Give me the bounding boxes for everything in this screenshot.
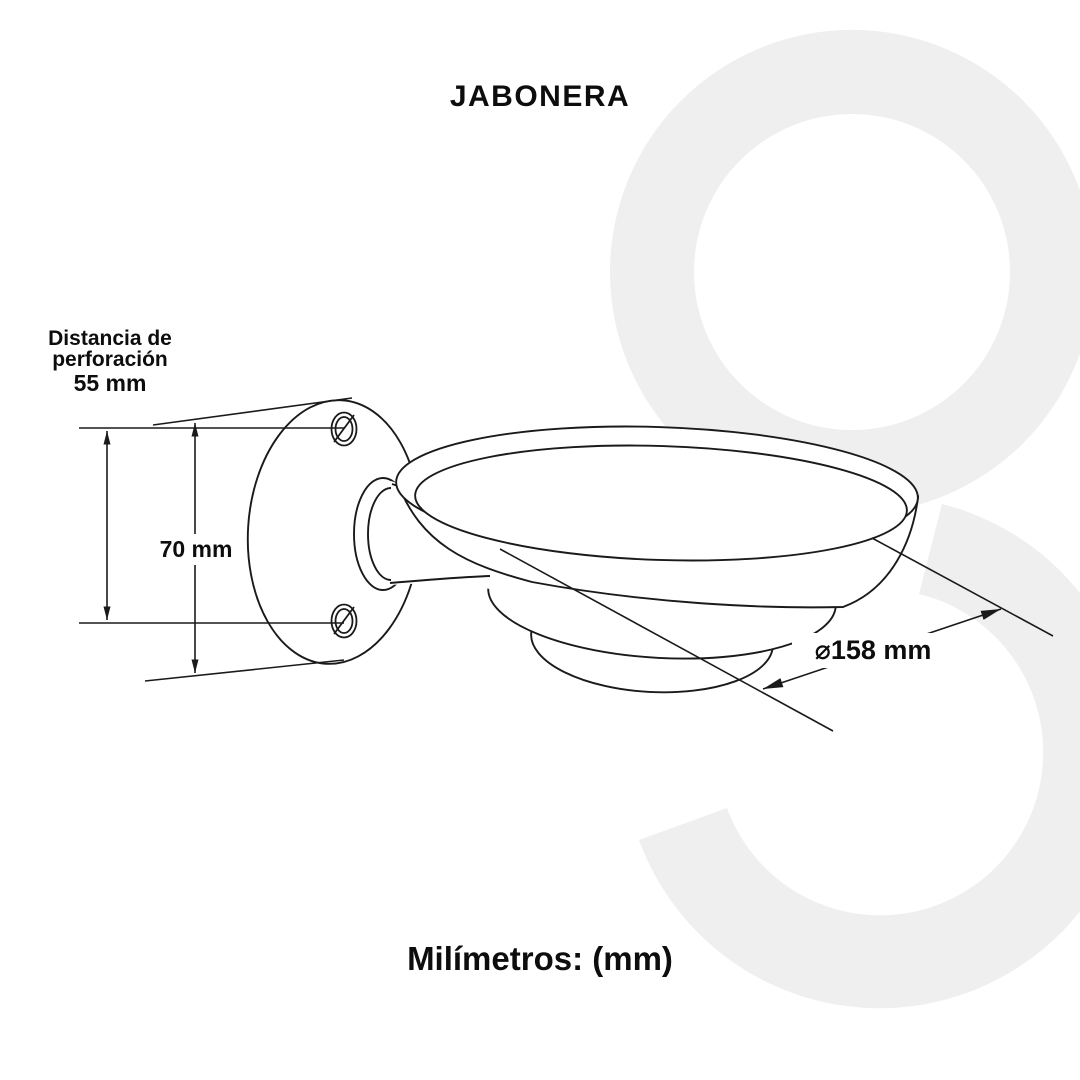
perforation-label-line2: perforación bbox=[52, 348, 168, 371]
diameter-dimension-value: ⌀158 mm bbox=[792, 633, 954, 668]
watermark-top-ring bbox=[610, 30, 1080, 514]
screw-bottom-slot bbox=[333, 606, 355, 635]
dimension-lines bbox=[79, 397, 1054, 732]
height-dimension-value: 70 mm bbox=[146, 534, 246, 565]
mount-cone-bottom-edge bbox=[389, 575, 491, 584]
ext-line-plate-top bbox=[152, 397, 353, 426]
page-title: JABONERA bbox=[449, 80, 631, 113]
bowl-rim-inner bbox=[414, 444, 908, 562]
ext-line-diameter-right bbox=[871, 537, 1054, 637]
units-note: Milímetros: (mm) bbox=[407, 940, 673, 977]
perforation-distance-label: Distancia de perforación 55 mm bbox=[10, 327, 210, 396]
ext-line-diameter-left bbox=[499, 548, 834, 732]
watermark-bottom-arc bbox=[639, 504, 1080, 1009]
perforation-label-line1: Distancia de bbox=[48, 327, 172, 350]
ext-line-plate-bottom bbox=[144, 659, 345, 682]
screw-top bbox=[330, 411, 358, 447]
watermark-logo bbox=[610, 30, 1080, 1009]
perforation-distance-value: 55 mm bbox=[73, 370, 147, 396]
bowl-rim bbox=[395, 425, 919, 562]
screw-bottom bbox=[330, 603, 358, 639]
